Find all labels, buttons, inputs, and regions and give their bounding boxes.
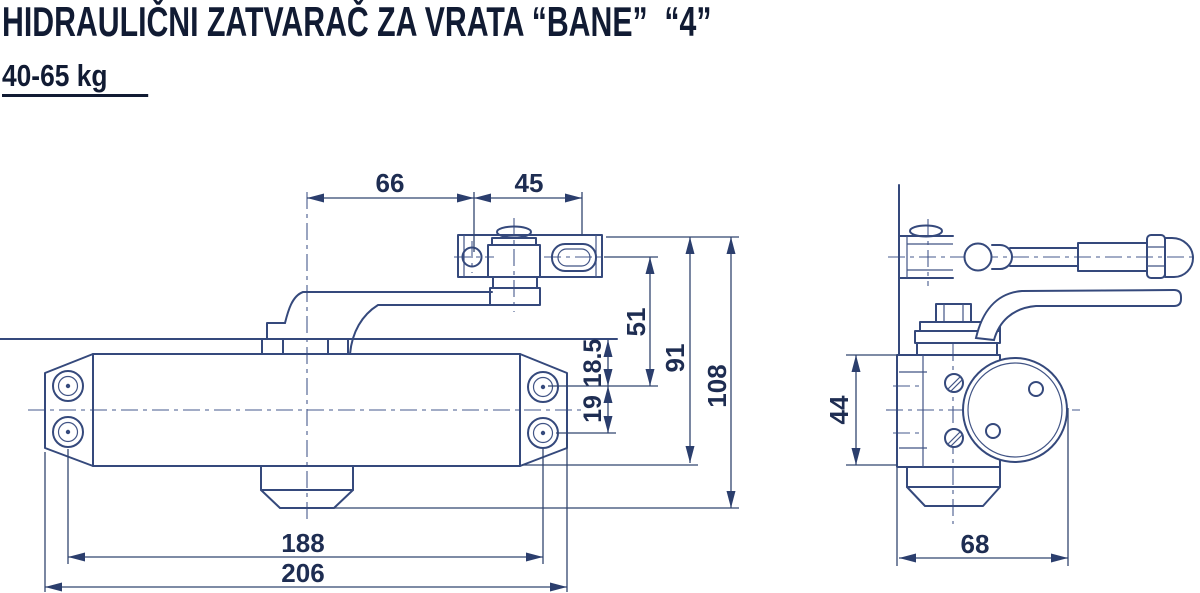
front-centerlines xyxy=(28,192,604,524)
dim-label-91: 91 xyxy=(660,344,690,373)
dim-label-18-5: 18.5 xyxy=(579,339,607,388)
main-arm-side xyxy=(974,288,1182,342)
front-extension-lines xyxy=(44,192,739,592)
adjustment-screws xyxy=(944,373,964,448)
dim-label-44: 44 xyxy=(824,395,854,424)
weight-range-underline: 40-65 kg xyxy=(2,58,149,97)
weight-range-label: 40-65 kg xyxy=(2,58,108,93)
page-title: HIDRAULIČNI ZATVARAČ ZA VRATA “BANE” “4” xyxy=(2,0,712,45)
main-arm-front xyxy=(284,291,493,355)
side-view: 44 68 xyxy=(824,184,1194,566)
rod-arm-side xyxy=(963,234,1194,279)
front-view: 66 45 51 18.5 19 91 108 188 206 xyxy=(0,168,739,592)
pinion-boss-front xyxy=(261,322,349,355)
closer-body-side xyxy=(896,354,1068,468)
side-dimension-lines xyxy=(851,355,1068,563)
front-dimension-lines xyxy=(45,193,736,592)
dim-label-68: 68 xyxy=(961,529,990,559)
mounting-holes-front xyxy=(52,370,559,449)
dim-label-66: 66 xyxy=(376,168,405,198)
dim-label-51: 51 xyxy=(621,308,651,337)
valve-nozzle-side xyxy=(906,466,1001,507)
dim-label-45: 45 xyxy=(515,168,544,198)
dim-label-19: 19 xyxy=(579,395,607,423)
dim-label-108: 108 xyxy=(702,364,732,407)
dim-label-206: 206 xyxy=(281,558,324,588)
valve-nozzle-front xyxy=(260,465,354,509)
frame-bracket-front xyxy=(457,234,603,278)
frame-bracket-side xyxy=(898,224,954,279)
dim-label-188: 188 xyxy=(281,528,324,558)
